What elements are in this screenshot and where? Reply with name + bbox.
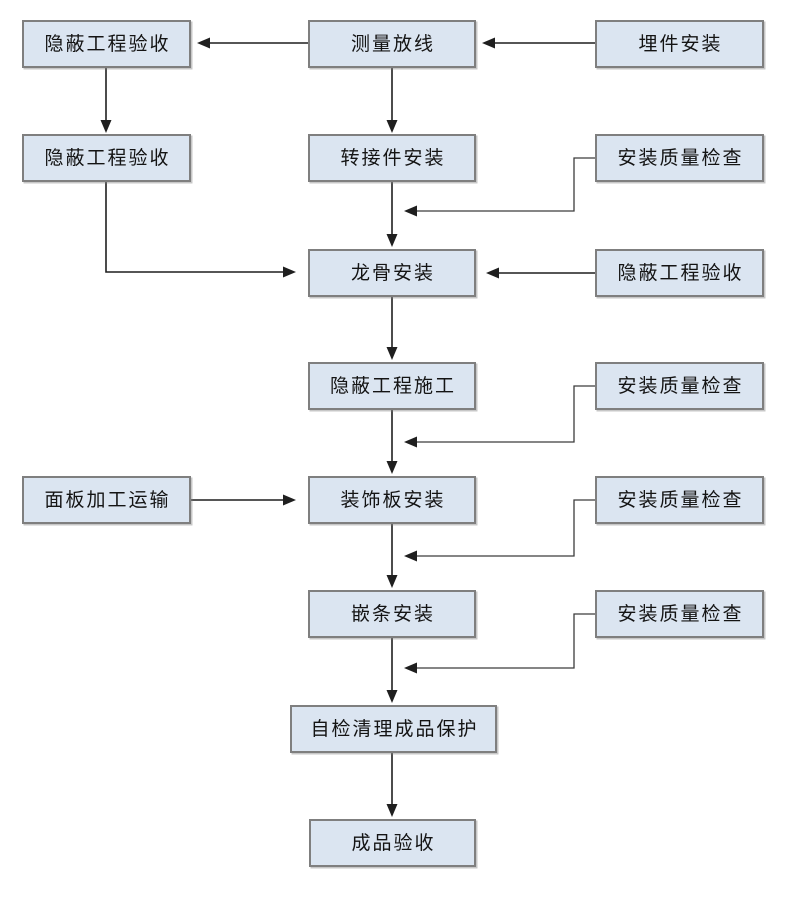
edge-arrowhead-qc2-elbow (404, 436, 417, 448)
flow-node-finished-product-acceptance: 成品验收 (309, 819, 476, 867)
edge-line-qc3-elbow (417, 499, 596, 557)
edge-arrowhead-construction-to-decor (386, 461, 398, 474)
edge-arrowhead-measure-to-adapter (386, 120, 398, 133)
node-label: 龙骨安装 (350, 261, 435, 284)
flow-node-hidden-works-construction: 隐蔽工程施工 (308, 362, 476, 410)
edge-line-qc2-elbow (417, 385, 596, 443)
edge-line-qc4-elbow (417, 613, 596, 669)
node-label: 测量放线 (350, 32, 435, 55)
edge-arrowhead-measure-to-hidden1 (197, 37, 210, 49)
node-label: 转接件安装 (340, 146, 446, 169)
flow-node-decorative-panel-install: 装饰板安装 (308, 476, 476, 524)
edge-arrowhead-adapter-to-keel (386, 234, 398, 247)
edge-arrowhead-keel-to-construction (386, 347, 398, 360)
flow-node-adapter-install: 转接件安装 (308, 134, 476, 182)
edge-line-qc1-elbow (417, 157, 596, 212)
node-label: 成品验收 (351, 831, 436, 854)
node-label: 隐蔽工程施工 (329, 374, 456, 397)
edge-arrowhead-qc3-elbow (404, 550, 417, 562)
node-label: 嵌条安装 (350, 602, 435, 625)
edge-arrowhead-selfcheck-to-final (386, 804, 398, 817)
node-label: 安装质量检查 (617, 488, 744, 511)
node-label: 隐蔽工程验收 (44, 146, 171, 169)
edge-arrowhead-panel-to-decor (283, 494, 296, 506)
flow-node-keel-install: 龙骨安装 (308, 249, 476, 297)
edge-arrowhead-qc4-elbow (404, 662, 417, 674)
node-label: 埋件安装 (638, 32, 723, 55)
node-label: 隐蔽工程验收 (44, 32, 171, 55)
flow-node-hidden-works-acceptance-3: 隐蔽工程验收 (595, 249, 764, 297)
edge-arrowhead-decor-to-strip (386, 575, 398, 588)
edge-arrowhead-strip-to-selfcheck (386, 690, 398, 703)
flow-node-install-quality-check-4: 安装质量检查 (595, 590, 764, 638)
flow-node-insert-strip-install: 嵌条安装 (308, 590, 476, 638)
edge-arrowhead-hidden3-to-keel (486, 267, 499, 279)
flow-node-install-quality-check-1: 安装质量检查 (595, 134, 764, 182)
edge-arrowhead-qc1-elbow (404, 205, 417, 217)
node-label: 面板加工运输 (44, 488, 171, 511)
flow-node-install-quality-check-2: 安装质量检查 (595, 362, 764, 410)
node-label: 安装质量检查 (617, 146, 744, 169)
edge-line-hidden2-to-keel (105, 182, 283, 273)
node-label: 安装质量检查 (617, 374, 744, 397)
edge-arrowhead-embed-to-measure (482, 37, 495, 49)
edge-arrowhead-hidden2-to-keel (283, 266, 296, 278)
flow-node-install-quality-check-3: 安装质量检查 (595, 476, 764, 524)
flow-node-panel-processing-transport: 面板加工运输 (22, 476, 191, 524)
flow-node-embedded-parts-install: 埋件安装 (595, 20, 764, 68)
edge-arrowhead-hidden1-to-hidden2 (100, 120, 112, 133)
flow-node-measure-setout: 测量放线 (308, 20, 476, 68)
node-label: 隐蔽工程验收 (617, 261, 744, 284)
node-label: 自检清理成品保护 (310, 717, 479, 740)
flow-node-hidden-works-acceptance-2: 隐蔽工程验收 (22, 134, 191, 182)
flow-node-self-check-cleanup-protection: 自检清理成品保护 (290, 705, 497, 753)
flow-node-hidden-works-acceptance-1: 隐蔽工程验收 (22, 20, 191, 68)
node-label: 装饰板安装 (340, 488, 446, 511)
node-label: 安装质量检查 (617, 602, 744, 625)
